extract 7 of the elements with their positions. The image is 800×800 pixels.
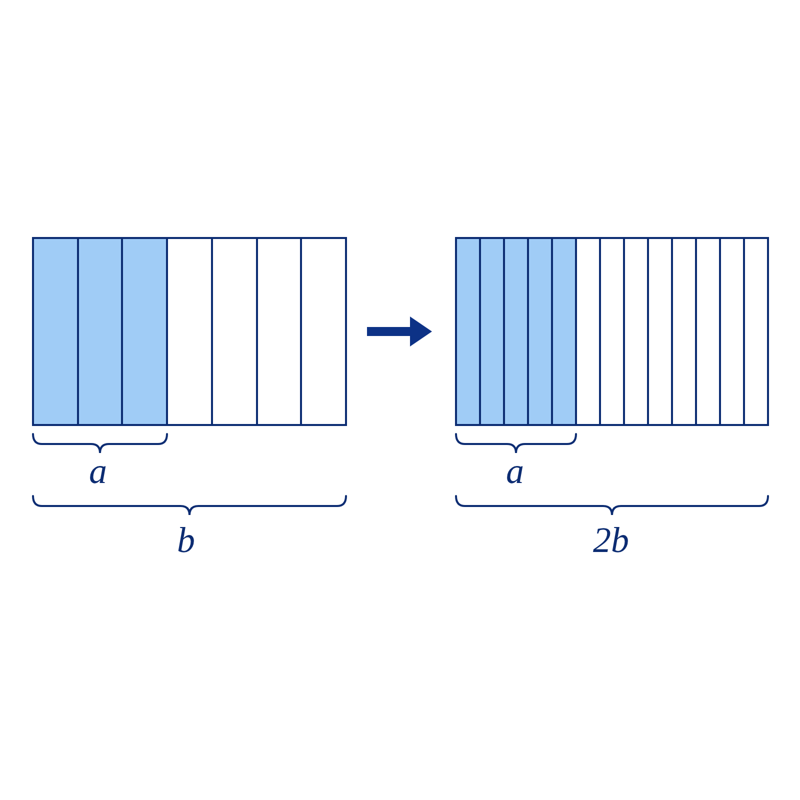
math-label: a [89, 453, 107, 489]
math-label: a [506, 453, 524, 489]
strip-rectangle [455, 237, 769, 426]
arrow [367, 316, 432, 346]
math-label: 2b [593, 522, 629, 558]
strip-rectangle [32, 237, 347, 426]
math-label: b [177, 522, 195, 558]
